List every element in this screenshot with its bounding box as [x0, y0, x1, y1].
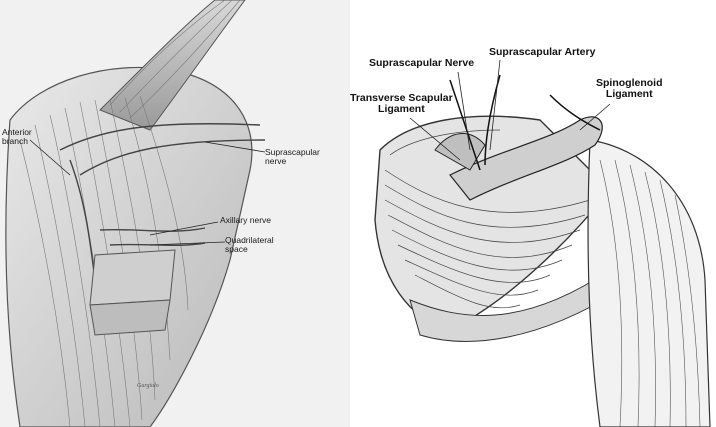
- label-axillary-nerve: Axillary nerve: [220, 215, 272, 225]
- right-anatomy-illustration: Suprascapular Nerve Suprascapular Artery…: [350, 0, 716, 427]
- left-shoulder-drawing: [0, 0, 350, 427]
- artist-signature: Gurgiulo: [137, 383, 159, 389]
- right-shoulder-drawing: [350, 0, 716, 427]
- label-suprascapular-nerve-left: Suprascapular nerve: [265, 147, 320, 166]
- label-suprascapular-artery: Suprascapular Artery: [489, 46, 596, 58]
- label-suprascapular-nerve-right: Suprascapular Nerve: [369, 57, 475, 69]
- label-anterior-branch: Anterior branch: [2, 127, 32, 146]
- label-spinoglenoid-ligament: Spinoglenoid Ligament: [596, 77, 663, 101]
- label-transverse-scapular-ligament: Transverse Scapular Ligament: [350, 92, 453, 116]
- label-quadrilateral-space: Quadrilateral space: [225, 235, 274, 254]
- left-anatomy-illustration: Anterior branch Suprascapular nerve Axil…: [0, 0, 350, 427]
